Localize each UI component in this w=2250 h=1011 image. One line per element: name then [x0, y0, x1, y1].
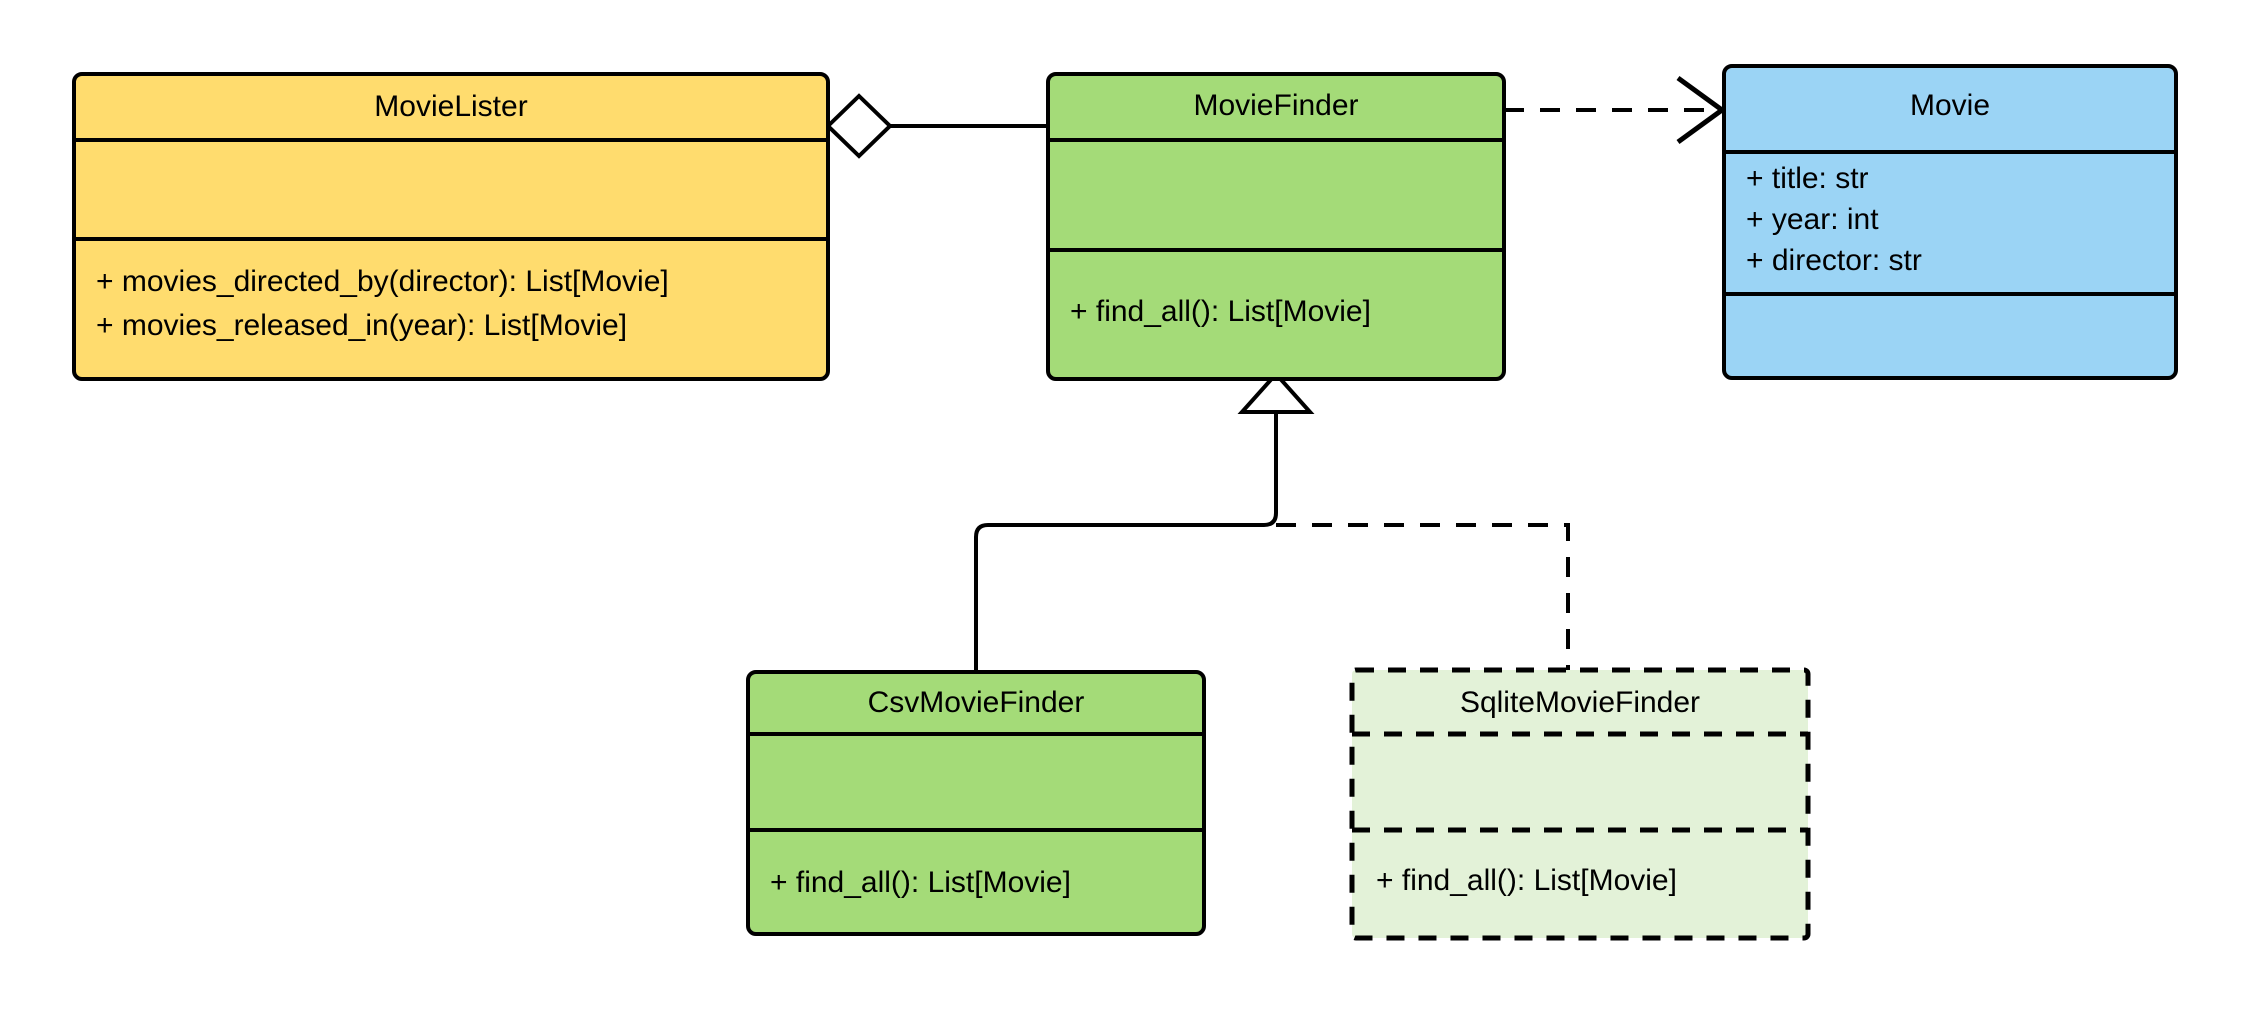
movie-attribute-2: + director: str	[1746, 244, 1922, 277]
class-box-csv-movie-finder[interactable]: CsvMovieFinder + find_all(): List[Movie]	[746, 670, 1206, 936]
edge-dependency-finder-movie[interactable]	[1504, 75, 1727, 145]
class-box-sqlite-movie-finder[interactable]: SqliteMovieFinder + find_all(): List[Mov…	[1349, 667, 1811, 941]
hollow-triangle-marker	[1237, 371, 1315, 414]
movie-attribute-1: + year: int	[1746, 203, 1879, 236]
edge-generalization-csv-finder[interactable]	[974, 371, 1315, 672]
movie-attribute-0: + title: str	[1746, 162, 1869, 195]
movie-frame	[1722, 64, 2178, 380]
generalization-line-sqlite	[1276, 523, 1570, 670]
sqlite-movie-finder-method-0: + find_all(): List[Movie]	[1376, 864, 1677, 897]
movie-finder-method-0: + find_all(): List[Movie]	[1070, 295, 1371, 328]
sqlite-movie-finder-frame	[1349, 667, 1811, 941]
movie-lister-method-0: + movies_directed_by(director): List[Mov…	[96, 265, 669, 298]
movie-lister-title: MovieLister	[374, 90, 527, 123]
class-box-movie-finder[interactable]: MovieFinder + find_all(): List[Movie]	[1046, 72, 1506, 381]
class-box-movie[interactable]: Movie + title: str + year: int + directo…	[1722, 64, 2178, 380]
movie-finder-frame	[1046, 72, 1506, 381]
movie-title: Movie	[1910, 89, 1990, 122]
hollow-diamond-marker	[825, 93, 893, 159]
generalization-line-csv	[974, 408, 1278, 672]
class-box-movie-lister[interactable]: MovieLister + movies_directed_by(directo…	[72, 72, 830, 381]
movie-lister-frame	[72, 72, 830, 381]
edge-aggregation-lister-finder[interactable]	[825, 93, 1048, 159]
edge-generalization-sqlite-finder[interactable]	[1276, 523, 1570, 670]
movie-lister-method-1: + movies_released_in(year): List[Movie]	[96, 309, 627, 342]
sqlite-movie-finder-title: SqliteMovieFinder	[1460, 686, 1700, 719]
movie-finder-title: MovieFinder	[1193, 89, 1358, 122]
csv-movie-finder-title: CsvMovieFinder	[868, 686, 1085, 719]
csv-movie-finder-method-0: + find_all(): List[Movie]	[770, 866, 1071, 899]
csv-movie-finder-frame	[746, 670, 1206, 936]
